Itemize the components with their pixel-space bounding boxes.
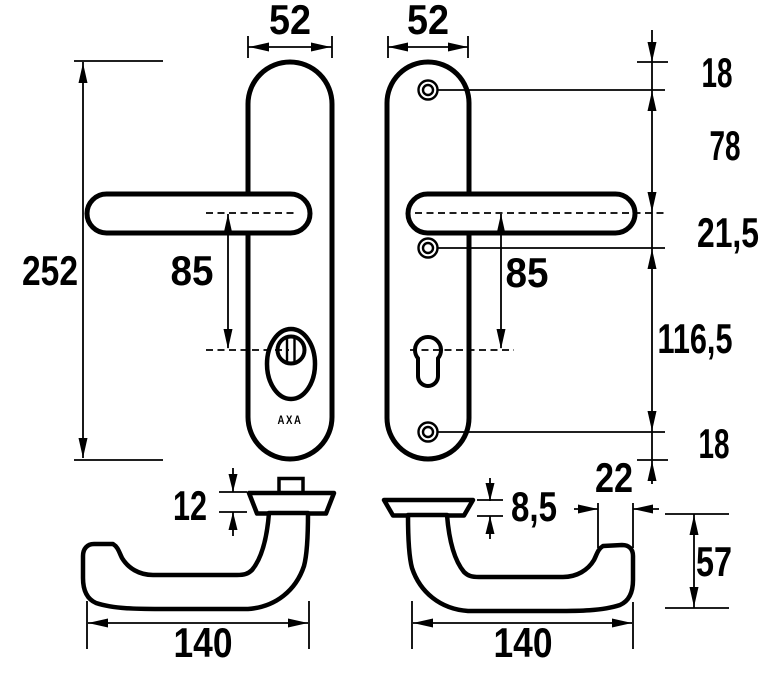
- screw-inner-ring: [421, 425, 435, 439]
- front-view-right: [384, 59, 638, 462]
- lever-handle-left: [84, 191, 313, 236]
- centerlines-dashed: [206, 212, 665, 351]
- dim-handle-length-right-label: 140: [494, 619, 553, 666]
- dim-handle-to-screw2-label: 21,5: [697, 209, 759, 256]
- euro-profile-cutout: [413, 335, 443, 388]
- dim-screw2-to-screw3-label: 116,5: [658, 315, 733, 362]
- plate-edge-profile-left: [246, 490, 337, 516]
- screw-hole-bottom: [417, 421, 439, 443]
- dimension-annotations: 52 52 252 85 85 18 78 21,5 116,5 18 12 8…: [22, 0, 759, 666]
- dim-rose-thickness-label: 12: [173, 482, 207, 529]
- screw-inner-ring: [421, 241, 435, 255]
- dim-handle-to-cylinder-right-label: 85: [506, 249, 549, 296]
- dim-screw-to-handle-label: 78: [710, 122, 741, 169]
- dim-screw3-to-bottom-label: 18: [699, 420, 730, 467]
- side-view-right: [381, 497, 636, 614]
- dim-handle-to-cylinder-left-label: 85: [171, 247, 214, 294]
- dim-grip-diameter-label: 22: [595, 454, 633, 501]
- arrowheads: [78, 42, 699, 628]
- side-view-left: [80, 476, 337, 612]
- dim-plate-thickness-label: 8,5: [511, 483, 557, 530]
- handle-profile-right: [405, 512, 636, 614]
- leader-lines: [437, 89, 665, 433]
- screw-inner-ring: [421, 83, 435, 97]
- dim-handle-length-left-label: 140: [174, 619, 233, 666]
- handle-profile-left: [80, 510, 311, 612]
- dim-plate-width-left-label: 52: [269, 0, 311, 43]
- screw-hole-top: [417, 79, 439, 101]
- dim-plate-width-right-label: 52: [407, 0, 449, 43]
- dim-projection-label: 57: [696, 538, 732, 585]
- backplate-outline-right: [384, 59, 472, 462]
- brand-logo-text: AXA: [278, 413, 303, 427]
- dim-total-height-label: 252: [22, 247, 78, 294]
- dim-top-to-screw-label: 18: [702, 49, 733, 96]
- screw-hole-middle: [417, 237, 439, 259]
- plate-edge-profile-right: [381, 497, 476, 518]
- front-view-left: AXA: [84, 59, 335, 462]
